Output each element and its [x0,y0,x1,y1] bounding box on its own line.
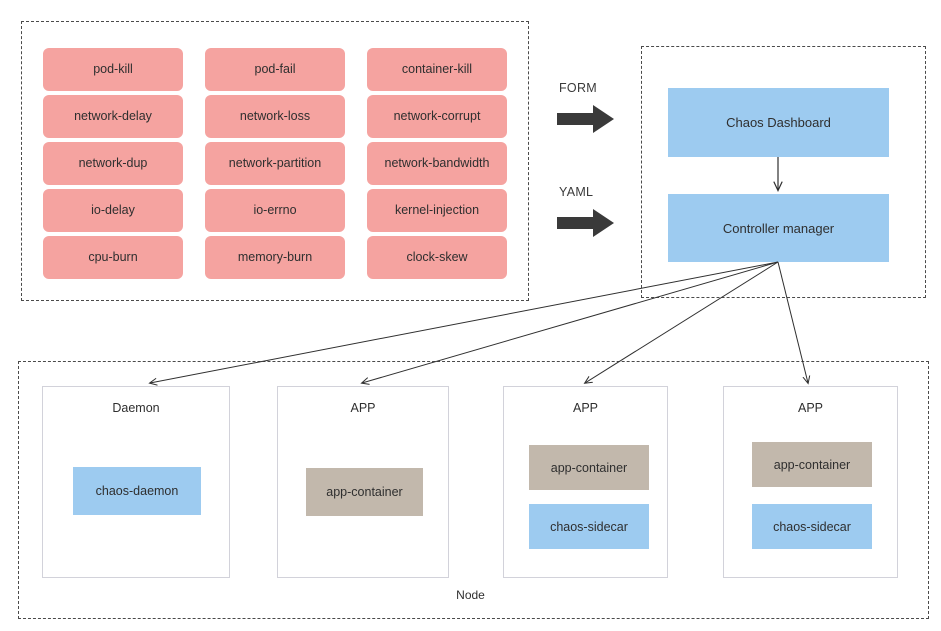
chaos-type-chip[interactable]: network-loss [205,95,345,138]
chaos-type-chip[interactable]: memory-burn [205,236,345,279]
right-block-arrow-icon [557,105,614,133]
container-chip-app-container[interactable]: app-container [752,442,872,487]
chaos-type-chip[interactable]: kernel-injection [367,189,507,232]
chaos-type-chip[interactable]: cpu-burn [43,236,183,279]
container-chip-chaos-sidecar[interactable]: chaos-sidecar [529,504,649,549]
chaos-types-container: pod-kill pod-fail container-kill network… [21,21,529,301]
chaos-dashboard-box[interactable]: Chaos Dashboard [668,88,889,157]
chaos-type-chip[interactable]: pod-kill [43,48,183,91]
pod-box-app-3[interactable]: APP app-container chaos-sidecar [723,386,898,578]
chaos-type-chip[interactable]: io-delay [43,189,183,232]
node-label: Node [456,588,485,602]
yaml-input-label: YAML [559,185,594,199]
pod-box-app-1[interactable]: APP app-container [277,386,449,578]
container-chip-chaos-sidecar[interactable]: chaos-sidecar [752,504,872,549]
chaos-type-chip[interactable]: network-corrupt [367,95,507,138]
pod-title: APP [350,401,376,415]
chaos-type-chip[interactable]: clock-skew [367,236,507,279]
form-input-label: FORM [559,81,597,95]
pod-title: APP [797,401,823,415]
pod-title: Daemon [112,401,160,415]
chaos-type-chip[interactable]: network-partition [205,142,345,185]
chaos-type-chip[interactable]: io-errno [205,189,345,232]
pod-box-app-2[interactable]: APP app-container chaos-sidecar [503,386,668,578]
chaos-type-chip[interactable]: network-bandwidth [367,142,507,185]
container-chip-app-container[interactable]: app-container [306,468,423,516]
chaos-type-chip[interactable]: pod-fail [205,48,345,91]
chaos-type-chip[interactable]: container-kill [367,48,507,91]
controller-manager-box[interactable]: Controller manager [668,194,889,262]
container-chip-chaos-daemon[interactable]: chaos-daemon [73,467,201,515]
right-block-arrow-icon [557,209,614,237]
chaos-type-chip[interactable]: network-delay [43,95,183,138]
chaos-types-grid: pod-kill pod-fail container-kill network… [43,48,508,279]
container-chip-app-container[interactable]: app-container [529,445,649,490]
pod-title: APP [572,401,598,415]
chaos-type-chip[interactable]: network-dup [43,142,183,185]
pod-box-daemon[interactable]: Daemon chaos-daemon [42,386,230,578]
